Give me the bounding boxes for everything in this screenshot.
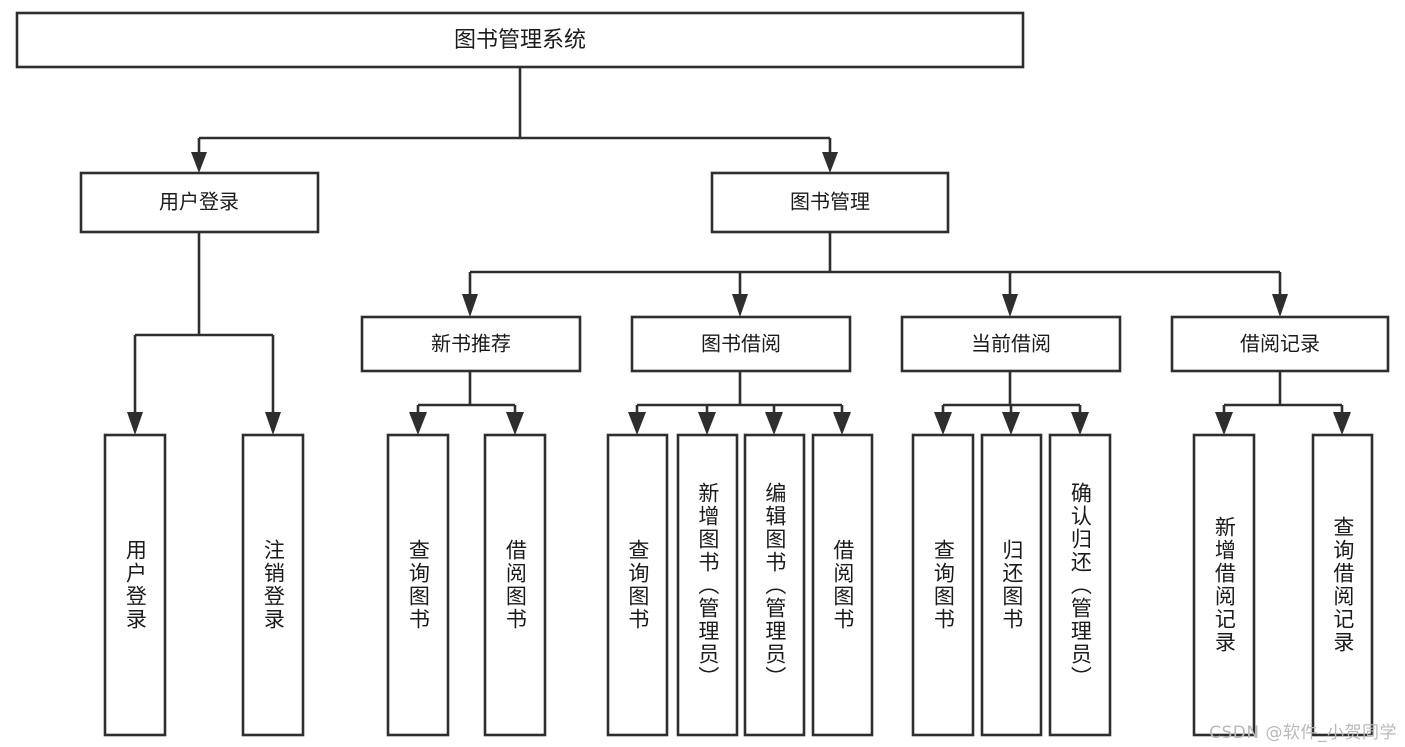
node-borrow-record[interactable]	[1170, 315, 1390, 373]
arrowhead-current-borrow	[1002, 294, 1018, 317]
label-book-manage: 图书管理	[790, 190, 870, 214]
node-leaf-edit-book[interactable]	[743, 433, 806, 737]
node-leaf-confirm-return[interactable]	[1048, 433, 1112, 737]
node-current-borrow[interactable]	[900, 315, 1122, 373]
node-leaf-borrow-book-1[interactable]	[483, 433, 547, 737]
node-leaf-query-record[interactable]	[1311, 433, 1374, 737]
node-leaf-query-book-3[interactable]	[911, 433, 975, 737]
arrowhead-leaf-add-record	[1215, 412, 1233, 435]
arrowhead-leaf-confirm-return	[1071, 412, 1089, 435]
label-root: 图书管理系统	[454, 28, 586, 53]
arrowhead-leaf-borrow-book-1	[506, 412, 524, 435]
node-leaf-query-book-1[interactable]	[386, 433, 450, 737]
csdn-watermark: CSDN @软件_小贺同学	[1209, 723, 1397, 743]
arrowhead-leaf-query-book-3	[934, 412, 952, 435]
label-book-borrow: 图书借阅	[701, 332, 781, 356]
node-leaf-query-book-2[interactable]	[606, 433, 669, 737]
node-root[interactable]	[15, 11, 1025, 69]
node-book-borrow[interactable]	[630, 315, 852, 373]
arrowhead-user-login	[191, 152, 207, 173]
label-borrow-record: 借阅记录	[1240, 332, 1320, 356]
arrowhead-leaf-query-book-2	[628, 412, 646, 435]
node-leaf-user-login[interactable]	[103, 433, 167, 737]
arrowhead-leaf-add-book	[698, 412, 716, 435]
arrowhead-book-manage	[822, 152, 838, 173]
arrowhead-leaf-query-book-1	[409, 412, 427, 435]
node-leaf-add-record[interactable]	[1192, 433, 1256, 737]
arrowhead-leaf-user-login	[127, 412, 143, 435]
horizontal-label-layer: 图书管理系统 用户登录 图书管理 新书推荐 图书借阅 当前借阅 借阅记录	[159, 28, 1320, 356]
connector-layer	[127, 67, 1351, 435]
arrowhead-borrow-record	[1272, 294, 1288, 317]
node-leaf-add-book[interactable]	[676, 433, 739, 737]
node-leaf-borrow-book-2[interactable]	[811, 433, 874, 737]
arrowhead-leaf-query-record	[1333, 412, 1351, 435]
node-leaf-return-book[interactable]	[980, 433, 1043, 737]
arrowhead-leaf-borrow-book-2	[833, 412, 851, 435]
arrowhead-leaf-return-book	[1002, 412, 1020, 435]
node-layer	[15, 11, 1390, 737]
node-book-manage[interactable]	[710, 171, 950, 234]
arrowhead-leaf-logout	[265, 412, 281, 435]
label-user-login: 用户登录	[159, 190, 239, 214]
node-new-book-rec[interactable]	[360, 315, 582, 373]
arrowhead-book-borrow	[732, 294, 748, 317]
node-leaf-logout[interactable]	[241, 433, 305, 737]
arrowhead-leaf-edit-book	[765, 412, 783, 435]
node-user-login[interactable]	[79, 171, 320, 234]
arrowhead-new-book-rec	[462, 294, 478, 317]
label-new-book-rec: 新书推荐	[431, 332, 511, 356]
label-current-borrow: 当前借阅	[971, 332, 1051, 356]
